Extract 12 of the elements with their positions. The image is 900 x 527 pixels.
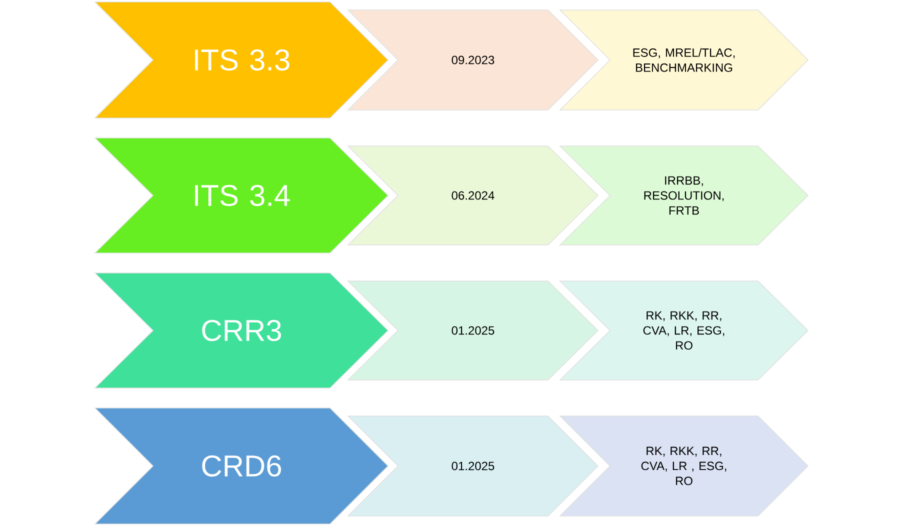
chevron-banner: IRRBB, RESOLUTION, FRTB: [559, 146, 809, 246]
chevron-banner: RK, RKK, RR, CVA, LR, ESG, RO: [559, 280, 809, 380]
chevron-banner: 01.2025: [347, 416, 599, 516]
chevron-banner: 01.2025: [347, 280, 599, 380]
chevron-banner: ITS 3.4: [94, 138, 389, 254]
chevron-banner: 09.2023: [347, 10, 599, 110]
chevron-banner: ESG, MREL/TLAC, BENCHMARKING: [559, 10, 809, 110]
chevron-banner: 06.2024: [347, 146, 599, 246]
chevron-banner: RK, RKK, RR, CVA, LR , ESG, RO: [559, 416, 809, 516]
chevron-banner: ITS 3.3: [94, 2, 389, 118]
chevron-banner: CRR3: [94, 272, 389, 388]
chevron-banner: CRD6: [94, 408, 389, 524]
